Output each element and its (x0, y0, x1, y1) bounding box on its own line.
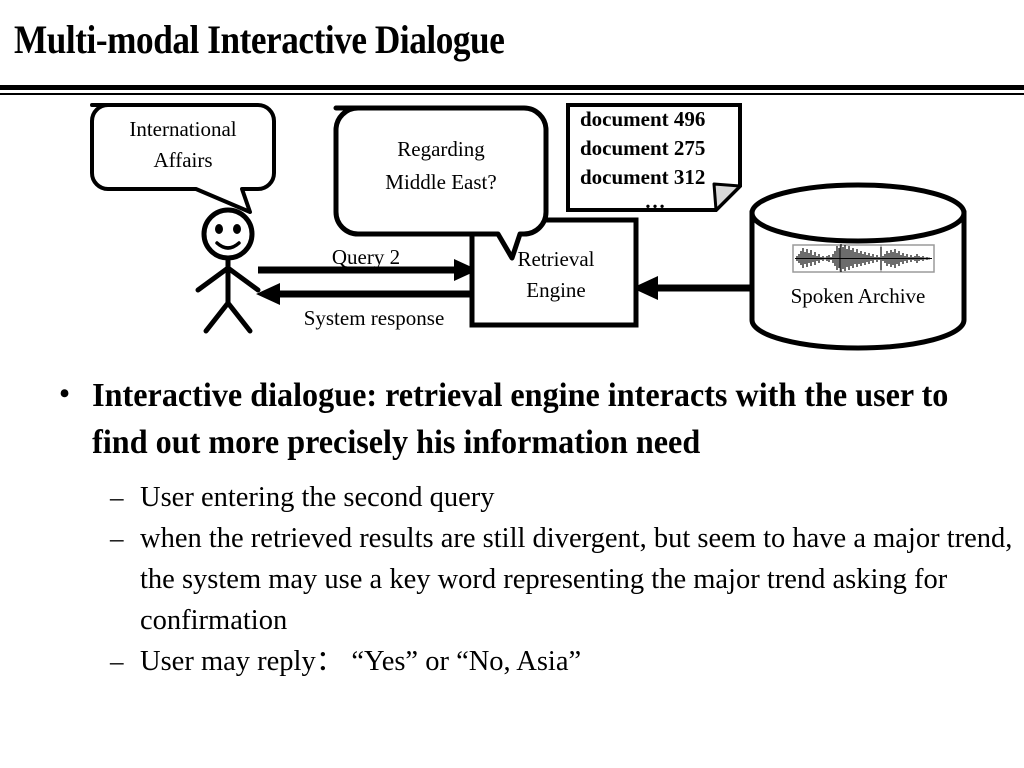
sub-bullet-marker: – (110, 482, 124, 512)
dialogue-diagram: Spoken Archive Retrieval Engine document… (0, 98, 1024, 353)
sub-bullet-list: – User entering the second query – when … (0, 477, 1024, 682)
eye-left-icon (215, 224, 223, 234)
query-arrow (258, 259, 478, 281)
user-bubble-line-1: International (129, 117, 236, 141)
sub-bullet-3: – User may reply： “Yes” or “No, Asia” (0, 641, 1020, 682)
sub-bullet-3-text: User may reply： “Yes” or “No, Asia” (140, 646, 582, 677)
document-line-2: document 275 (580, 136, 705, 160)
document-line-3: document 312 (580, 165, 705, 189)
sub-bullet-1-text: User entering the second query (140, 482, 495, 513)
document-line-1: document 496 (580, 107, 705, 131)
system-bubble-line-1: Regarding (397, 137, 485, 161)
query-arrow-label: Query 2 (332, 245, 400, 269)
system-speech-bubble: Regarding Middle East? (333, 105, 549, 261)
system-bubble-line-2: Middle East? (385, 170, 496, 194)
sub-bullet-2: – when the retrieved results are still d… (0, 518, 1020, 641)
title-divider-thick (0, 85, 1024, 90)
bullet-level1: • Interactive dialogue: retrieval engine… (0, 372, 975, 466)
user-speech-bubble: International Affairs (90, 103, 276, 214)
sub-bullet-marker: – (110, 646, 124, 676)
document-list-note: document 496 document 275 document 312 … (566, 103, 742, 213)
sub-bullet-2-text: when the retrieved results are still div… (140, 523, 1013, 636)
response-arrow (256, 283, 472, 305)
slide-body: • Interactive dialogue: retrieval engine… (0, 372, 1024, 682)
document-line-4: … (645, 189, 666, 213)
engine-line-1: Retrieval (518, 247, 595, 271)
sub-bullet-1: – User entering the second query (0, 477, 1020, 518)
title-divider-thin (0, 93, 1024, 95)
smile-icon (215, 241, 241, 250)
bullet-marker: • (59, 377, 70, 410)
sub-bullet-marker: – (110, 523, 124, 553)
user-stick-figure (195, 207, 261, 334)
spoken-archive-cylinder: Spoken Archive (749, 182, 967, 351)
archive-label: Spoken Archive (791, 284, 926, 308)
archive-to-engine-arrow (632, 276, 756, 300)
page-title: Multi-modal Interactive Dialogue (14, 17, 505, 62)
bullet-level1-text: Interactive dialogue: retrieval engine i… (92, 377, 949, 461)
engine-line-2: Engine (526, 278, 585, 302)
user-bubble-line-2: Affairs (153, 148, 212, 172)
response-arrow-label: System response (304, 306, 445, 330)
eye-right-icon (233, 224, 241, 234)
